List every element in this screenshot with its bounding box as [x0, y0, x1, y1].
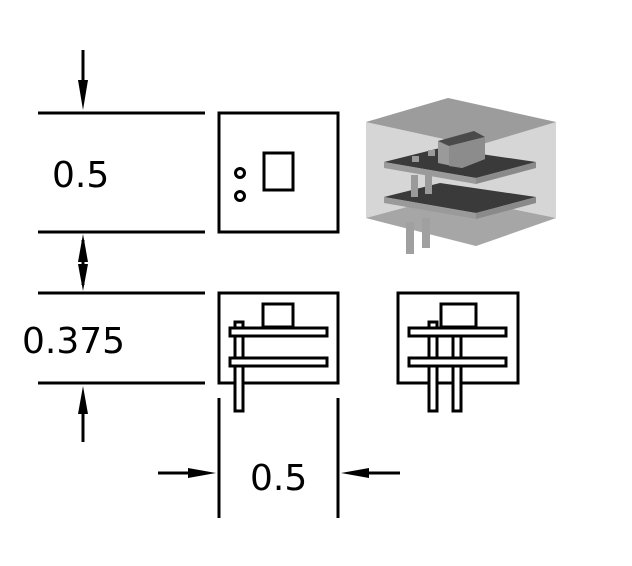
dimension-height-front: 0.375: [22, 321, 125, 362]
isometric-view: [366, 98, 556, 254]
pin-circle: [234, 167, 246, 179]
dimension-width-front: 0.5: [250, 458, 307, 499]
top-view: [217, 111, 340, 234]
dimension-lines: [38, 50, 400, 518]
component-square: [262, 151, 295, 192]
front-view: [217, 291, 340, 413]
dimension-height-top: 0.5: [52, 155, 109, 196]
side-view: [396, 291, 520, 413]
pin-circle: [234, 190, 246, 202]
